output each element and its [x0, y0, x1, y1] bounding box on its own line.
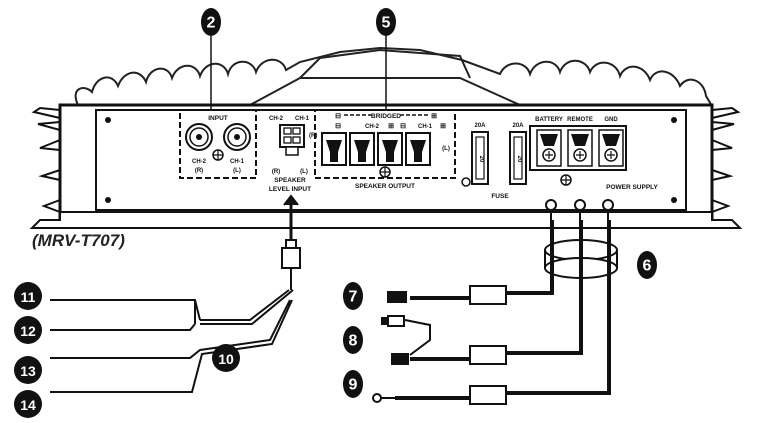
bridged-label: BRIDGED — [371, 113, 401, 120]
svg-text:7: 7 — [349, 289, 358, 306]
bridged-plus-icon: ⊞ — [431, 113, 437, 120]
callout-5: 5 — [376, 8, 396, 110]
speaker-terminal-2[interactable] — [349, 132, 375, 166]
callout-6: 6 — [637, 251, 657, 279]
speaker-level-input-label-1: SPEAKER — [274, 177, 306, 184]
speaker-level-input-label-2: LEVEL INPUT — [269, 186, 311, 193]
spk-in-r-right-label: (R) — [309, 133, 317, 139]
callout-8: 8 — [343, 326, 363, 354]
input-ch1-label: CH-1 — [230, 159, 245, 165]
power-harness — [372, 199, 618, 405]
gnd-label: GND — [604, 117, 618, 123]
spk-in-ch1-label: CH-1 — [295, 116, 310, 122]
input-ch2-label: CH-2 — [192, 159, 207, 165]
rca-input-section: INPUT CH-2 CH-1 (R) (L) — [179, 109, 257, 179]
svg-text:10: 10 — [218, 351, 234, 367]
svg-text:5: 5 — [382, 15, 391, 32]
input-l-label: (L) — [233, 168, 241, 174]
fuse-screw-icon — [461, 177, 471, 187]
input-dashed-box — [179, 109, 257, 179]
callout-10: 10 — [212, 344, 240, 372]
callout-14: 14 — [14, 390, 42, 418]
remote-terminal[interactable] — [567, 129, 593, 167]
speaker-level-input-section: CH-2 CH-1 (R) (R) (L) SPEAKER LEVEL INPU… — [269, 116, 317, 193]
speaker-terminal-1[interactable] — [321, 132, 347, 166]
fuse-2-body-text: 20 — [516, 156, 522, 163]
fuse-1[interactable]: 20 — [471, 131, 489, 185]
gnd-terminal[interactable] — [598, 129, 624, 167]
power-ground-screw-icon — [560, 174, 572, 186]
svg-text:12: 12 — [20, 323, 36, 339]
callout-11: 11 — [14, 282, 42, 310]
input-label: INPUT — [208, 115, 228, 122]
svg-text:14: 14 — [20, 397, 36, 413]
callout-12: 12 — [14, 316, 42, 344]
out-ch2-label: CH-2 — [365, 124, 380, 130]
svg-text:8: 8 — [349, 333, 358, 350]
power-supply-label: POWER SUPPLY — [606, 184, 658, 191]
remote-label: REMOTE — [567, 117, 593, 123]
fuse-2[interactable]: 20 — [509, 131, 527, 185]
speaker-terminal-3[interactable] — [377, 132, 403, 166]
input-r-label: (R) — [195, 168, 203, 174]
fuse-section: 20A 20A 20 20 FUSE — [461, 123, 527, 200]
speaker-terminal-4[interactable] — [405, 132, 431, 166]
svg-text:9: 9 — [349, 377, 358, 394]
ground-screw-icon — [212, 149, 224, 161]
fuse-1-body-text: 20 — [478, 156, 484, 163]
speaker-output-dashed-box — [314, 109, 456, 179]
fuse-label: FUSE — [491, 193, 509, 200]
model-label: (MRV-T707) — [32, 231, 125, 250]
callout-2: 2 — [201, 8, 221, 110]
spk-in-ch2-label: CH-2 — [269, 116, 284, 122]
battery-terminal[interactable] — [536, 129, 562, 167]
callout-13: 13 — [14, 356, 42, 384]
svg-text:13: 13 — [20, 363, 36, 379]
out-minus-2-icon: ⊟ — [400, 123, 406, 130]
speaker-output-label: SPEAKER OUTPUT — [355, 183, 415, 190]
spk-in-r-label: (R) — [272, 169, 280, 175]
speaker-input-harness — [50, 194, 301, 393]
bridged-minus-icon: ⊟ — [335, 113, 341, 120]
callout-7: 7 — [343, 282, 363, 310]
rca-jack-ch2[interactable] — [185, 123, 213, 151]
battery-label: BATTERY — [535, 117, 563, 123]
output-ground-screw-icon — [379, 166, 391, 178]
fuse-2-rating: 20A — [512, 123, 524, 129]
svg-text:2: 2 — [207, 15, 216, 32]
out-plus-2-icon: ⊞ — [440, 123, 446, 130]
out-minus-1-icon: ⊟ — [335, 123, 341, 130]
power-terminal-section: BATTERY REMOTE GND POWER SUPPLY — [529, 117, 659, 191]
out-plus-1-icon: ⊞ — [388, 123, 394, 130]
speaker-output-section: ⊟ BRIDGED ⊞ ⊟ CH-2 ⊞ ⊟ CH-1 ⊞ (L) — [314, 109, 456, 190]
rca-jack-ch1[interactable] — [223, 123, 251, 151]
speaker-level-input-jack[interactable] — [279, 124, 305, 156]
spk-in-l-label: (L) — [300, 169, 308, 175]
out-l-label: (L) — [442, 146, 450, 152]
svg-text:11: 11 — [21, 289, 36, 305]
out-ch1-label: CH-1 — [418, 124, 433, 130]
svg-text:6: 6 — [643, 258, 652, 275]
callout-9: 9 — [343, 370, 363, 398]
heatsink-fins — [74, 46, 713, 107]
fuse-1-rating: 20A — [474, 123, 486, 129]
